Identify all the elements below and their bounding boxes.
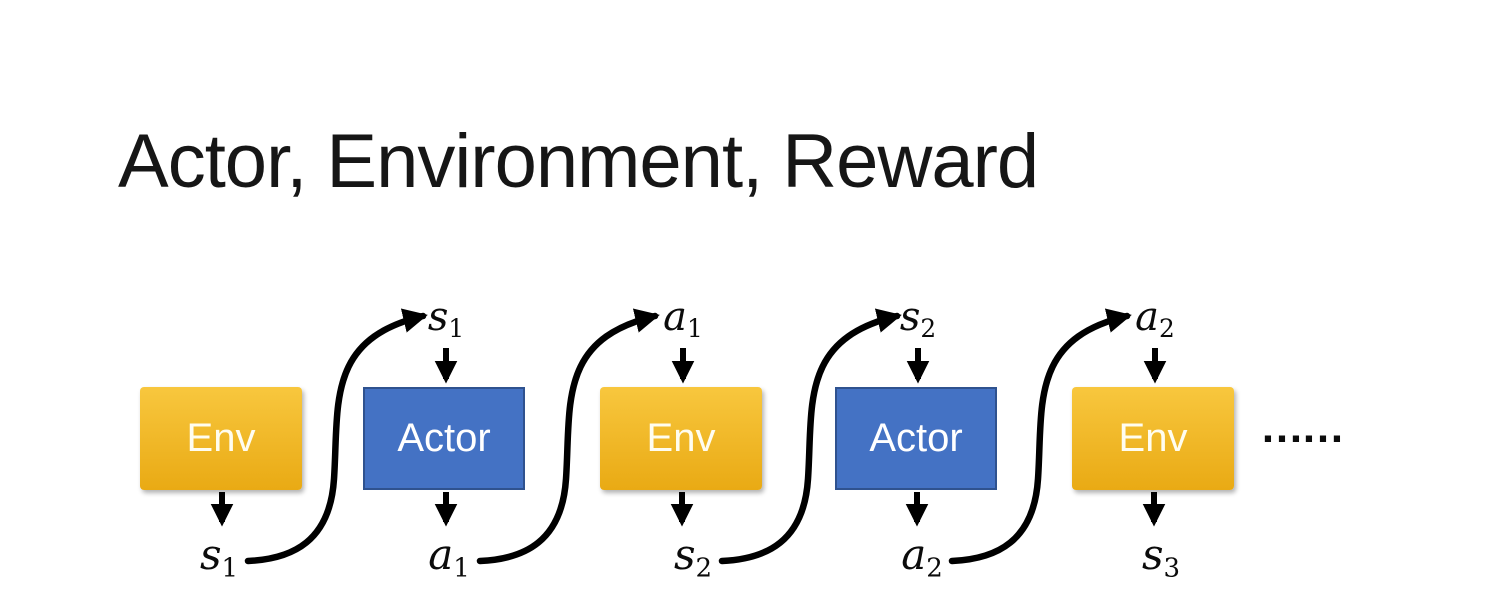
bottom-label-a2-sub: 2 xyxy=(926,553,943,584)
top-label-a1: a1 xyxy=(663,294,703,341)
top-label-a2-sub: 2 xyxy=(1159,313,1175,343)
top-label-a2-base: a xyxy=(1135,294,1160,340)
continuation-dots: …… xyxy=(1260,403,1345,452)
env-box-2-label: Env xyxy=(646,416,716,460)
bottom-label-s3-sub: 3 xyxy=(1163,553,1181,584)
top-label-a1-base: a xyxy=(663,294,688,340)
env-box-1: Env xyxy=(140,387,302,490)
curve-arrow-a2 xyxy=(948,308,1132,565)
bottom-label-s2: s2 xyxy=(674,534,712,582)
actor-box-1-label: Actor xyxy=(397,416,491,460)
top-label-s2: s2 xyxy=(899,294,936,341)
curve-arrow-s2 xyxy=(718,308,902,565)
env-box-2: Env xyxy=(600,387,762,490)
bottom-label-s1-sub: 1 xyxy=(221,553,239,584)
curve-arrow-a1 xyxy=(476,308,660,565)
actor-box-2-label: Actor xyxy=(869,416,963,460)
bottom-label-a1-base: a xyxy=(428,530,454,579)
bottom-label-s2-base: s xyxy=(673,530,696,579)
actor-box-2: Actor xyxy=(835,387,997,490)
top-label-s1: s1 xyxy=(427,294,464,341)
bottom-label-s3: s3 xyxy=(1142,534,1180,582)
top-label-a1-sub: 1 xyxy=(687,313,703,343)
bottom-label-a1-sub: 1 xyxy=(453,553,470,584)
curve-arrow-s1 xyxy=(244,308,428,565)
bottom-label-s2-sub: 2 xyxy=(695,553,713,584)
top-label-s1-base: s xyxy=(427,294,449,340)
top-label-a2: a2 xyxy=(1135,294,1175,341)
top-label-s1-sub: 1 xyxy=(448,313,465,343)
bottom-label-a1: a1 xyxy=(428,534,470,582)
top-label-s2-sub: 2 xyxy=(920,313,937,343)
env-box-3: Env xyxy=(1072,387,1234,490)
top-label-s2-base: s xyxy=(899,294,921,340)
bottom-label-a2-base: a xyxy=(901,530,927,579)
env-box-3-label: Env xyxy=(1118,416,1188,460)
slide-title: Actor, Environment, Reward xyxy=(118,119,1039,204)
bottom-label-s3-base: s xyxy=(1141,530,1164,579)
bottom-label-a2: a2 xyxy=(901,534,943,582)
actor-box-1: Actor xyxy=(363,387,525,490)
bottom-label-s1: s1 xyxy=(200,534,238,582)
env-box-1-label: Env xyxy=(186,416,256,460)
bottom-label-s1-base: s xyxy=(199,530,222,579)
